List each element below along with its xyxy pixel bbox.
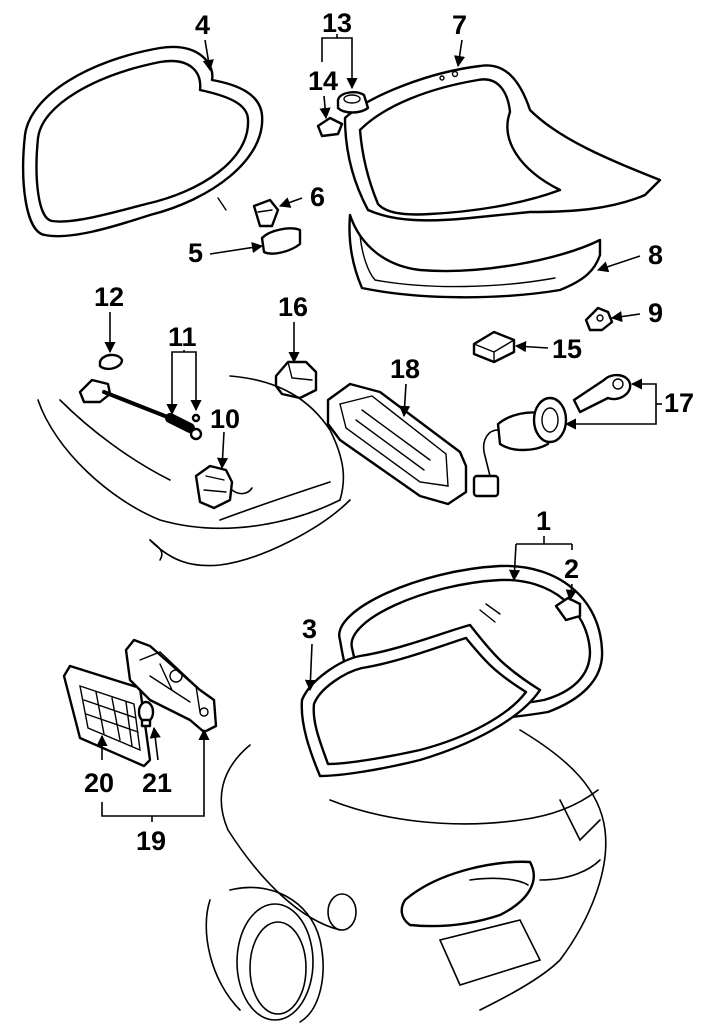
callout-1: 1	[536, 506, 551, 536]
callout-5: 5	[188, 238, 203, 268]
clip-14	[316, 116, 344, 138]
bumper-6	[252, 198, 280, 228]
car-body-upper	[37, 375, 351, 567]
callout-8: 8	[648, 240, 663, 270]
lock-cylinder-17	[472, 373, 632, 498]
nut-12	[98, 353, 124, 371]
car-body-lower	[205, 729, 607, 1023]
callout-2: 2	[564, 554, 579, 584]
callout-21: 21	[142, 768, 172, 798]
hinge-10	[194, 464, 253, 510]
pad-15	[472, 330, 516, 364]
trim-panel-18	[326, 382, 468, 506]
gas-strut-11	[78, 378, 203, 441]
clip-13	[336, 91, 370, 114]
callout-10: 10	[210, 404, 240, 434]
callout-15: 15	[552, 334, 582, 364]
callout-13: 13	[322, 8, 352, 38]
callout-labels: 4 7 13 14 6 5 8 9 15 17 18 16 12 11 10 1…	[84, 8, 694, 856]
callout-3: 3	[302, 614, 317, 644]
block-16	[274, 360, 318, 400]
weatherstrip-upper	[22, 45, 264, 238]
lamp-housing-19	[124, 638, 218, 734]
callout-19: 19	[136, 826, 166, 856]
callout-18: 18	[390, 354, 420, 384]
callout-4: 4	[195, 10, 210, 40]
callout-20: 20	[84, 768, 114, 798]
hatch-lid	[343, 64, 662, 222]
callout-17: 17	[664, 388, 694, 418]
callout-11: 11	[168, 322, 197, 352]
callout-14: 14	[308, 66, 338, 96]
opening-seal-3	[300, 623, 542, 778]
callout-12: 12	[94, 282, 124, 312]
callout-6: 6	[310, 182, 325, 212]
latch-9	[584, 306, 614, 332]
seal-lower	[348, 213, 602, 299]
leader-lines	[96, 34, 662, 822]
bulb-21	[137, 700, 155, 728]
bumper-5	[260, 227, 302, 255]
lamp-lens-20	[62, 664, 152, 768]
callout-16: 16	[278, 292, 308, 322]
callout-7: 7	[452, 10, 467, 40]
callout-9: 9	[648, 298, 663, 328]
